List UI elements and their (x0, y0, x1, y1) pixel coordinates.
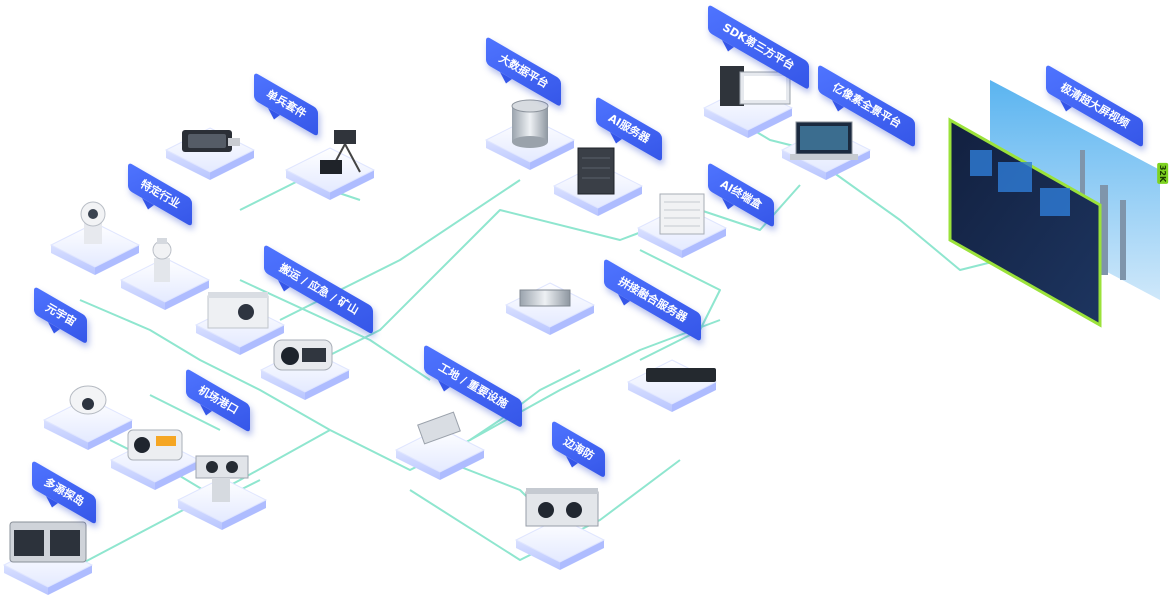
long-range-camera-icon (525, 488, 599, 527)
ai-server-tower-icon (577, 147, 615, 195)
stitching-server-device-icon (519, 289, 571, 307)
bullet-camera-icon (417, 411, 461, 445)
device-platform (49, 222, 141, 275)
device-platform (514, 517, 606, 570)
dual-lens-camera-icon (127, 429, 183, 461)
box-camera-icon (207, 292, 269, 329)
tripod-camera-icon (320, 130, 361, 174)
database-icon (511, 99, 549, 148)
resolution-tag: 32K (1157, 162, 1169, 185)
device-platform (42, 397, 134, 450)
device-platforms (2, 85, 872, 595)
explosion-proof-camera-icon (273, 339, 333, 371)
dome-camera-icon (69, 385, 107, 415)
pole-ptz-camera-icon (152, 238, 172, 282)
ptz-ball-camera-icon (80, 201, 106, 244)
night-vision-binocular-icon (182, 130, 240, 152)
device-platform (394, 427, 486, 480)
nvr-device-icon (646, 368, 716, 382)
panorama-laptop-icon (790, 121, 858, 160)
ai-terminal-box-icon (659, 193, 705, 235)
video-wall-screen (948, 80, 1160, 328)
device-platform (626, 359, 718, 412)
thermal-ptz-camera-icon (195, 455, 249, 502)
sdk-workstation-icon (720, 66, 791, 106)
multi-sensor-camera-icon (9, 521, 87, 563)
